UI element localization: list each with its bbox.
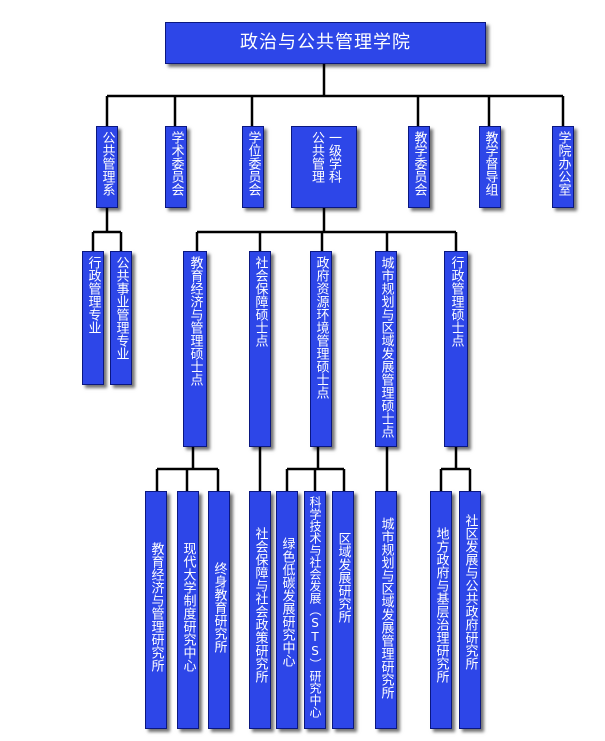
institute-community-dev-box: 社区发展与公共政府研究所	[459, 491, 481, 729]
institute-lifelong-edu-box: 终身教育研究所	[208, 491, 230, 729]
institute-social-policy-label: 社会保障与社会政策研究所	[252, 527, 268, 683]
master-resource-env-label: 政府资源环境管理硕士点	[313, 256, 329, 399]
degree-committee-box: 学位委员会	[242, 126, 264, 208]
institute-local-gov-label: 地方政府与基层治理研究所	[433, 527, 449, 683]
master-edu-econ-label: 教育经济与管理硕士点	[187, 256, 203, 386]
institute-local-gov-box: 地方政府与基层治理研究所	[430, 491, 452, 729]
public-management-dept-box: 公共管理系	[96, 126, 118, 208]
institute-edu-econ-box: 教育经济与管理研究所	[145, 491, 167, 729]
college-office-box: 学院办公室	[552, 126, 574, 208]
institute-urban-planning-label: 城市规划与区域发展管理研究所	[378, 517, 394, 699]
institute-lifelong-edu-label: 终身教育研究所	[211, 562, 227, 653]
master-social-security-label: 社会保障硕士点	[252, 256, 268, 347]
institute-edu-econ-label: 教育经济与管理研究所	[148, 542, 164, 672]
major-public-affairs-label: 公共事业管理专业	[113, 256, 129, 360]
institute-community-dev-label: 社区发展与公共政府研究所	[462, 514, 478, 670]
master-urban-planning-box: 城市规划与区域发展管理硕士点	[375, 251, 397, 447]
public-management-dept-label: 公共管理系	[99, 131, 115, 196]
master-urban-planning-label: 城市规划与区域发展管理硕士点	[378, 256, 394, 438]
master-social-security-box: 社会保障硕士点	[249, 251, 271, 447]
institute-sts-label: 科学技术与社会发展（STS）研究中心	[308, 496, 322, 718]
institute-modern-university-box: 现代大学制度研究中心	[177, 491, 199, 729]
teaching-supervision-box: 教学督导组	[479, 126, 501, 208]
discipline-label-line2: 公共管理	[309, 131, 324, 183]
major-admin-label: 行政管理专业	[85, 256, 101, 334]
institute-green-lowcarbon-label: 绿色低碳发展研究中心	[279, 537, 295, 667]
institute-modern-university-label: 现代大学制度研究中心	[180, 542, 196, 672]
college-title-box: 政治与公共管理学院	[165, 22, 486, 64]
teaching-committee-label: 教学委员会	[411, 131, 427, 196]
institute-green-lowcarbon-box: 绿色低碳发展研究中心	[276, 491, 298, 729]
academic-committee-box: 学术委员会	[165, 126, 187, 208]
institute-sts-box: 科学技术与社会发展（STS）研究中心	[304, 491, 326, 729]
academic-committee-label: 学术委员会	[168, 131, 184, 196]
master-edu-econ-box: 教育经济与管理硕士点	[183, 251, 207, 447]
institute-regional-dev-box: 区域发展研究所	[332, 491, 354, 729]
college-title: 政治与公共管理学院	[240, 32, 411, 53]
master-public-admin-box: 行政管理硕士点	[444, 251, 468, 447]
degree-committee-label: 学位委员会	[245, 131, 261, 196]
master-resource-env-box: 政府资源环境管理硕士点	[310, 251, 332, 447]
major-public-affairs-box: 公共事业管理专业	[110, 251, 132, 385]
institute-urban-planning-box: 城市规划与区域发展管理研究所	[375, 491, 397, 729]
college-office-label: 学院办公室	[555, 131, 571, 196]
institute-social-policy-box: 社会保障与社会政策研究所	[249, 491, 271, 729]
discipline-label-line1: 一级学科	[326, 131, 341, 183]
major-admin-box: 行政管理专业	[82, 251, 104, 385]
institute-regional-dev-label: 区域发展研究所	[335, 532, 351, 623]
discipline-box: 一级学科 公共管理	[291, 126, 357, 208]
teaching-committee-box: 教学委员会	[408, 126, 430, 208]
master-public-admin-label: 行政管理硕士点	[448, 256, 464, 347]
teaching-supervision-label: 教学督导组	[482, 131, 498, 196]
